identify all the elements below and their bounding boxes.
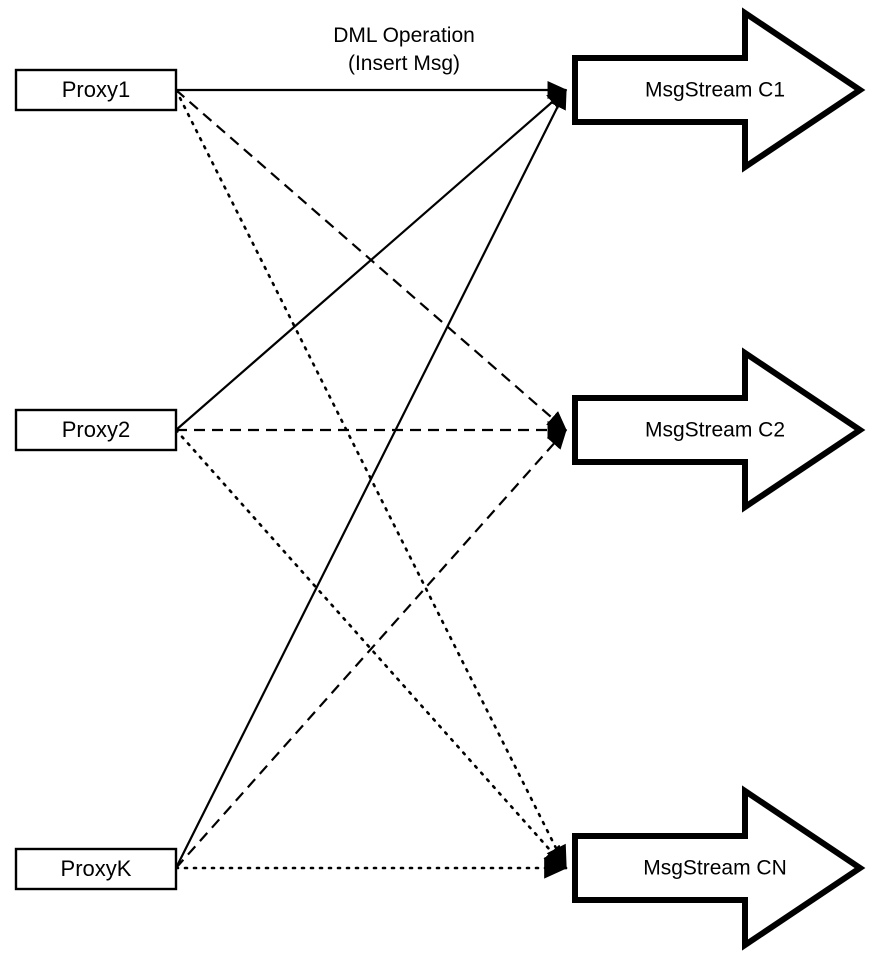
edge-caption-line-1: DML Operation bbox=[333, 24, 475, 47]
edge-proxyk-c1 bbox=[175, 88, 567, 869]
stream-node-c1[interactable]: MsgStream C1 bbox=[572, 7, 866, 173]
target-streams-layer: MsgStream C1 MsgStream C2 MsgStream CN bbox=[572, 7, 866, 951]
stream-node-label: MsgStream C1 bbox=[645, 79, 785, 102]
stream-node-label: MsgStream CN bbox=[643, 857, 787, 880]
stream-node-label: MsgStream C2 bbox=[645, 419, 785, 442]
stream-arrow-shape bbox=[572, 7, 866, 173]
source-node-proxyk[interactable]: ProxyK bbox=[14, 847, 178, 891]
stream-arrow-shape bbox=[572, 785, 866, 951]
edge-proxyk-c2 bbox=[175, 429, 567, 869]
source-node-proxy2[interactable]: Proxy2 bbox=[14, 408, 178, 452]
source-node-box bbox=[14, 847, 178, 891]
edge-proxy2-c1 bbox=[175, 89, 567, 431]
edge-caption-line-2: (Insert Msg) bbox=[348, 52, 460, 75]
edge-proxy2-cn bbox=[174, 428, 568, 870]
stream-arrow-shape bbox=[572, 347, 866, 513]
stream-node-c2[interactable]: MsgStream C2 bbox=[572, 347, 866, 513]
source-node-label: Proxy1 bbox=[62, 77, 130, 102]
source-node-box bbox=[14, 408, 178, 452]
source-node-proxy1[interactable]: Proxy1 bbox=[14, 68, 178, 112]
edges-layer bbox=[174, 80, 568, 879]
source-node-box bbox=[14, 68, 178, 112]
source-node-label: ProxyK bbox=[61, 856, 132, 881]
stream-node-cn[interactable]: MsgStream CN bbox=[572, 785, 866, 951]
source-node-label: Proxy2 bbox=[62, 417, 130, 442]
